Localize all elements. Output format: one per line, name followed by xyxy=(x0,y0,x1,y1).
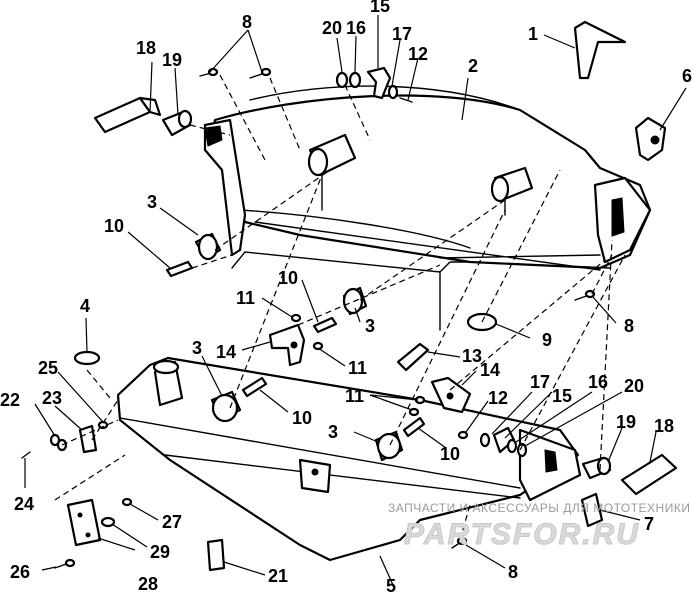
callout-3: 3 xyxy=(192,338,202,358)
callout-19: 19 xyxy=(616,412,636,432)
callout-2: 2 xyxy=(468,56,478,76)
watermark-caption: ЗАПЧАСТИ И АКСЕССУАРЫ ДЛЯ МОТОТЕХНИКИ xyxy=(388,501,690,515)
callout-11: 11 xyxy=(236,288,255,308)
part-8-screws-upper xyxy=(199,67,272,79)
part-6-grommet xyxy=(634,116,667,162)
callout-22: 22 xyxy=(0,390,20,410)
callout-12: 12 xyxy=(408,44,428,64)
callout-1: 1 xyxy=(528,24,538,44)
part-3-bumper-d xyxy=(374,430,404,462)
callout-15: 15 xyxy=(552,386,572,406)
callout-3: 3 xyxy=(147,192,157,212)
callout-18: 18 xyxy=(654,416,674,436)
callout-18: 18 xyxy=(136,38,156,58)
callout-8: 8 xyxy=(508,562,518,582)
part-19-knob-upper xyxy=(161,109,193,137)
latch-hardware-lower xyxy=(457,426,528,458)
callout-7: 7 xyxy=(644,514,654,534)
alignment-lines xyxy=(54,74,626,541)
callout-14: 14 xyxy=(216,342,236,362)
callout-21: 21 xyxy=(268,566,288,586)
callout-23: 23 xyxy=(42,388,62,408)
part-18-handle-lower xyxy=(620,453,678,496)
callout-10: 10 xyxy=(292,408,312,428)
callout-26: 26 xyxy=(10,562,30,582)
callout-6: 6 xyxy=(682,66,692,86)
part-19-knob-lower xyxy=(581,456,612,480)
callout-5: 5 xyxy=(386,576,396,594)
part-3-bumper-a xyxy=(194,232,222,261)
callout-17: 17 xyxy=(530,372,550,392)
part-10-pins xyxy=(165,260,426,438)
callout-10: 10 xyxy=(278,268,298,288)
upper-cover-tube-right xyxy=(490,166,534,216)
callout-12: 12 xyxy=(488,388,508,408)
callout-20: 20 xyxy=(322,18,342,38)
callout-11: 11 xyxy=(345,386,364,406)
part-8-screw-right xyxy=(574,289,596,301)
callout-9: 9 xyxy=(542,330,552,350)
leader-lines xyxy=(24,15,687,586)
part-4-grommet xyxy=(73,350,101,366)
latch-hardware-top xyxy=(335,66,413,103)
callout-27: 27 xyxy=(162,512,182,532)
callout-25: 25 xyxy=(38,358,58,378)
callout-10: 10 xyxy=(104,216,124,236)
watermark-logo: PARTSFOR.RU xyxy=(404,518,640,551)
callout-24: 24 xyxy=(14,494,34,514)
upper-cover-part-2 xyxy=(203,85,652,331)
callout-8: 8 xyxy=(242,12,252,32)
callout-16: 16 xyxy=(588,372,608,392)
part-13-seal xyxy=(396,342,430,372)
watermark: ЗАПЧАСТИ И АКСЕССУАРЫ ДЛЯ МОТОТЕХНИКИ PA… xyxy=(388,501,690,552)
callout-16: 16 xyxy=(346,18,366,38)
callout-3: 3 xyxy=(328,422,338,442)
callout-3: 3 xyxy=(365,316,375,336)
callout-11: 11 xyxy=(348,358,367,378)
part-3-bumper-c xyxy=(210,390,242,423)
part-21-block xyxy=(206,538,226,572)
callout-19: 19 xyxy=(162,50,182,70)
callout-20: 20 xyxy=(624,376,644,396)
part-14-bracket-a xyxy=(268,323,306,367)
callout-28: 28 xyxy=(138,574,158,594)
left-hardware-group xyxy=(21,420,133,569)
callout-4: 4 xyxy=(80,296,90,316)
callout-8: 8 xyxy=(624,316,634,336)
callout-13: 13 xyxy=(462,346,482,366)
callout-15: 15 xyxy=(370,0,390,16)
callout-17: 17 xyxy=(392,24,412,44)
upper-cover-tube-left xyxy=(307,133,357,211)
part-1-clip xyxy=(573,20,627,80)
callout-10: 10 xyxy=(440,444,460,464)
callout-29: 29 xyxy=(150,542,170,562)
callout-14: 14 xyxy=(480,360,500,380)
part-14-bracket-b xyxy=(430,376,472,414)
part-7-latch xyxy=(580,492,604,528)
